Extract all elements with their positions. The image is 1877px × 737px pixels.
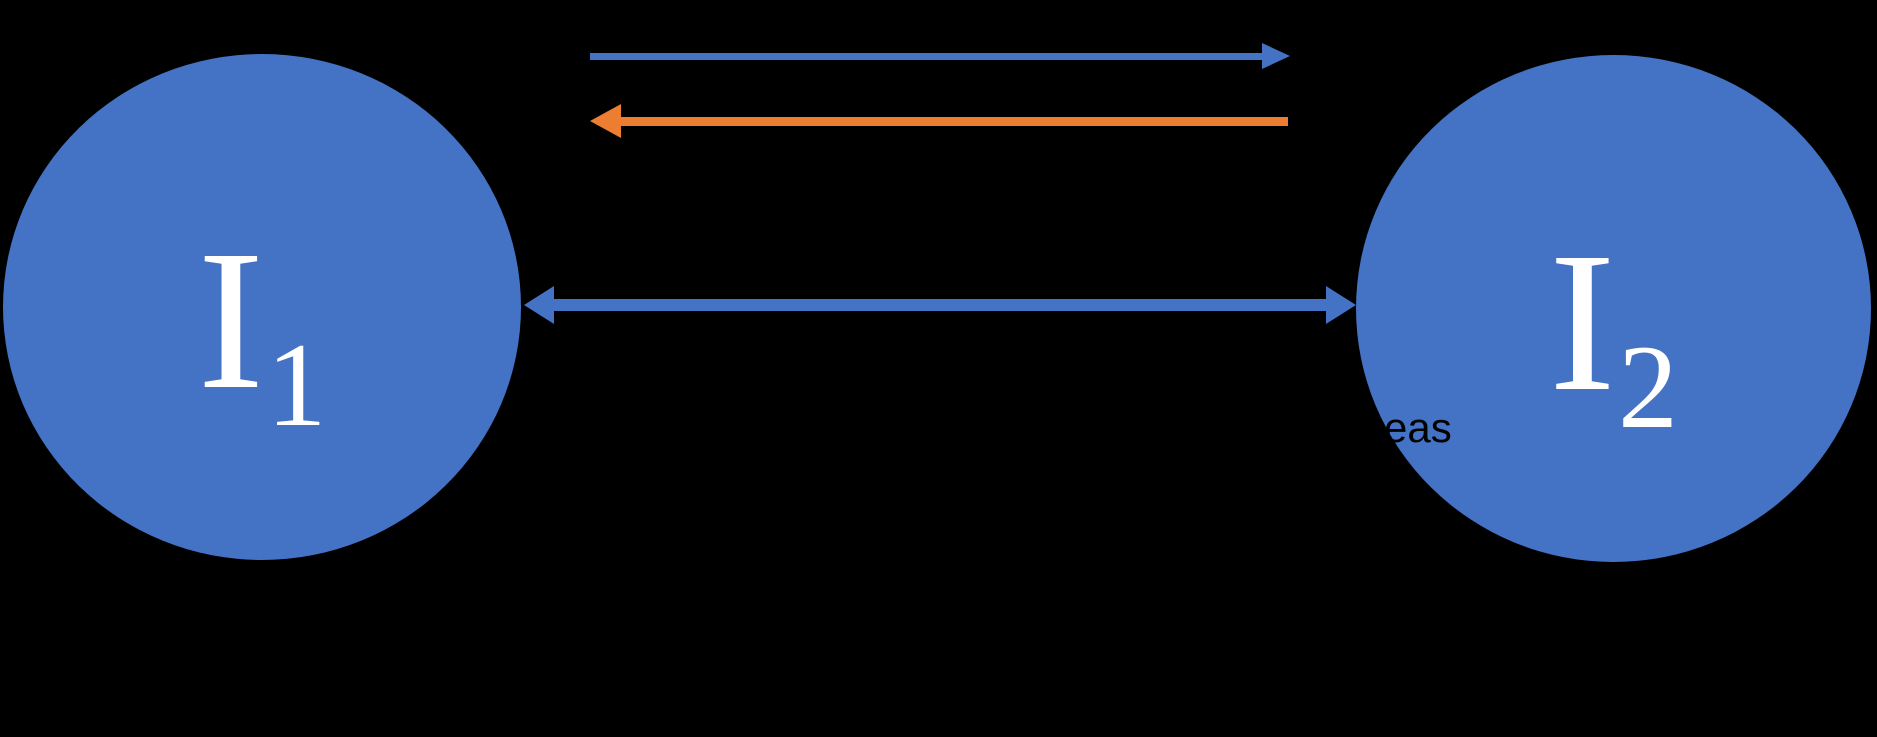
node-i2-label: I2 — [1549, 195, 1678, 446]
bidirectional-arrow-right-head — [1326, 286, 1356, 324]
node-i2-label-base: I — [1549, 211, 1616, 433]
top-arrow-right-head — [1262, 43, 1290, 69]
node-i1: I1 — [3, 54, 521, 560]
return-arrow-shaft — [620, 117, 1288, 126]
node-i2-label-subscript: 2 — [1618, 319, 1678, 453]
clipped-text-fragment: eas — [1384, 404, 1452, 451]
node-i2: I2 — [1356, 55, 1871, 562]
top-arrow-shaft — [590, 53, 1262, 60]
return-arrow-left-head — [590, 104, 621, 138]
bidirectional-arrow-shaft — [550, 299, 1330, 311]
node-i1-label: I1 — [198, 193, 327, 445]
node-i1-label-base: I — [197, 210, 265, 431]
bidirectional-arrow-left-head — [524, 286, 554, 324]
node-i1-label-subscript: 1 — [266, 318, 327, 452]
